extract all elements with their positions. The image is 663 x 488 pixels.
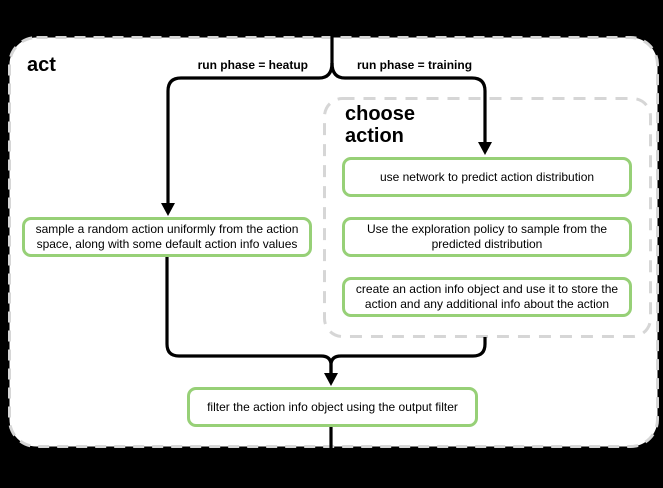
node-create-action-info-label: create an action info object and use it … xyxy=(355,282,619,311)
node-exploration-policy-label: Use the exploration policy to sample fro… xyxy=(366,222,608,251)
node-exploration-policy: Use the exploration policy to sample fro… xyxy=(342,217,632,257)
node-sample-random-action-label: sample a random action uniformly from th… xyxy=(35,222,299,251)
node-filter-action-info: filter the action info object using the … xyxy=(187,387,478,427)
node-use-network-label: use network to predict action distributi… xyxy=(379,169,595,184)
choose-action-group-title: choose action xyxy=(345,103,416,147)
node-use-network: use network to predict action distributi… xyxy=(342,157,632,197)
edge-label-training: run phase = training xyxy=(357,58,473,72)
edge-label-heatup: run phase = heatup xyxy=(197,58,308,72)
act-title: act xyxy=(27,54,56,76)
node-create-action-info: create an action info object and use it … xyxy=(342,277,632,317)
node-filter-action-info-label: filter the action info object using the … xyxy=(207,399,458,414)
node-sample-random-action: sample a random action uniformly from th… xyxy=(22,217,312,257)
